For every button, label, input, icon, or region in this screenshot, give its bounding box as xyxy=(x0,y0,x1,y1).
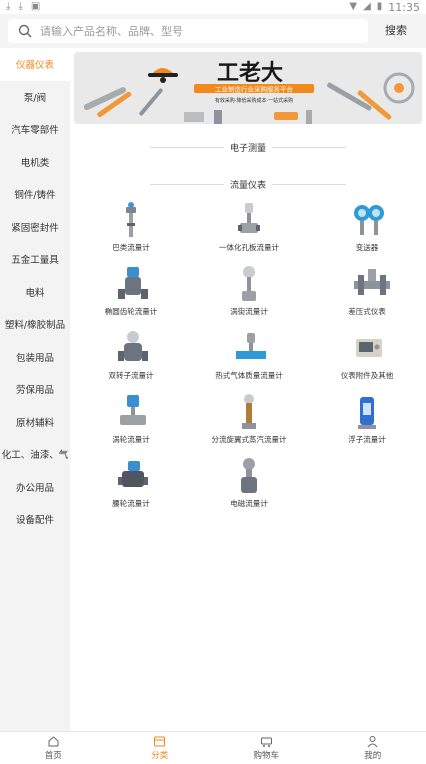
tab-category[interactable]: 分类 xyxy=(107,732,214,764)
sidebar-item-instruments[interactable]: 仪器仪表 xyxy=(0,48,70,81)
search-bar: 请输入产品名称、品牌、型号 搜索 xyxy=(0,14,426,48)
product-item[interactable]: 电磁流量计 xyxy=(190,454,308,518)
vortex-flowmeter-icon xyxy=(234,265,264,305)
product-item[interactable]: 分流旋翼式蒸汽流量计 xyxy=(190,390,308,454)
twin-rotor-flowmeter-icon xyxy=(116,329,150,369)
section-title: 电子测量 xyxy=(224,141,272,154)
banner-image: 工老大 工业制造行业采购服务平台 有效采购·降低采购成本·一站式采购 xyxy=(74,52,422,124)
sidebar-item-electrical[interactable]: 电料 xyxy=(0,276,70,309)
product-label: 电磁流量计 xyxy=(190,498,308,509)
cart-icon xyxy=(260,735,273,748)
text-box-icon: ▣ xyxy=(31,0,40,14)
product-item[interactable]: 一体化孔板流量计 xyxy=(190,198,308,262)
status-left-icons: ⤓ ⤓ ▣ xyxy=(6,0,40,14)
product-item[interactable]: 椭圆齿轮流量计 xyxy=(72,262,190,326)
search-placeholder: 请输入产品名称、品牌、型号 xyxy=(40,23,183,39)
battery-icon: ▮ xyxy=(377,0,383,14)
product-item[interactable]: 仪表附件及其他 xyxy=(308,326,426,390)
product-item[interactable]: 差压式仪表 xyxy=(308,262,426,326)
product-item[interactable]: 腰轮流量计 xyxy=(72,454,190,518)
category-icon xyxy=(153,735,166,748)
product-item[interactable]: 热式气体质量流量计 xyxy=(190,326,308,390)
sidebar-item-auto-parts[interactable]: 汽车零部件 xyxy=(0,113,70,146)
product-label: 涡轮流量计 xyxy=(72,434,190,445)
sidebar-item-plastic-rubber[interactable]: 塑料/橡胶制品 xyxy=(0,308,70,341)
user-icon xyxy=(366,735,379,748)
sidebar-item-protective[interactable]: 劳保用品 xyxy=(0,373,70,406)
tab-cart[interactable]: 购物车 xyxy=(213,732,320,764)
product-label: 椭圆齿轮流量计 xyxy=(72,306,190,317)
product-item[interactable]: 涡街流量计 xyxy=(190,262,308,326)
product-label: 热式气体质量流量计 xyxy=(190,370,308,381)
product-item[interactable]: 浮子流量计 xyxy=(308,390,426,454)
section-electronic-measurement: 电子测量 xyxy=(150,140,346,154)
banner-tagline: 有效采购·降低采购成本·一站式采购 xyxy=(215,97,293,104)
sidebar-item-packaging[interactable]: 包装用品 xyxy=(0,341,70,374)
sidebar-item-office[interactable]: 办公用品 xyxy=(0,471,70,504)
section-title: 流量仪表 xyxy=(224,178,272,191)
signal-icon: ◢ xyxy=(363,0,371,14)
bottom-tab-bar: 首页 分类 购物车 我的 xyxy=(0,731,426,764)
section-flow-instruments: 流量仪表 xyxy=(150,177,346,191)
sidebar-item-chemicals[interactable]: 化工、油漆、气 xyxy=(0,438,70,471)
search-input[interactable]: 请输入产品名称、品牌、型号 xyxy=(8,19,368,43)
tab-home[interactable]: 首页 xyxy=(0,732,107,764)
product-item[interactable]: 双转子流量计 xyxy=(72,326,190,390)
status-time: 11:35 xyxy=(388,1,420,14)
tab-label: 首页 xyxy=(45,749,62,761)
sidebar-item-equipment-parts[interactable]: 设备配件 xyxy=(0,503,70,536)
sidebar-item-pumps-valves[interactable]: 泵/阀 xyxy=(0,81,70,114)
product-label: 分流旋翼式蒸汽流量计 xyxy=(190,434,308,445)
turbine-flowmeter-icon xyxy=(116,393,150,433)
product-label: 巴类流量计 xyxy=(72,242,190,253)
sidebar-item-raw-materials[interactable]: 原材辅料 xyxy=(0,406,70,439)
float-flowmeter-icon xyxy=(352,393,382,433)
download-icon: ⤓ xyxy=(6,0,10,14)
status-right-icons: ▼ ◢ ▮ 11:35 xyxy=(349,0,420,14)
product-item[interactable]: 变送器 xyxy=(308,198,426,262)
product-label: 浮子流量计 xyxy=(308,434,426,445)
product-label: 变送器 xyxy=(308,242,426,253)
product-label: 一体化孔板流量计 xyxy=(190,242,308,253)
download-icon: ⤓ xyxy=(18,0,22,14)
orifice-flowmeter-icon xyxy=(234,201,264,241)
sidebar-item-hardware-tools[interactable]: 五金工量具 xyxy=(0,243,70,276)
product-item[interactable]: 巴类流量计 xyxy=(72,198,190,262)
product-item[interactable]: 涡轮流量计 xyxy=(72,390,190,454)
home-icon xyxy=(47,735,60,748)
sidebar-item-fasteners-seals[interactable]: 紧固密封件 xyxy=(0,211,70,244)
product-label: 差压式仪表 xyxy=(308,306,426,317)
sidebar-item-castings[interactable]: 铜件/铸件 xyxy=(0,178,70,211)
tab-label: 我的 xyxy=(364,749,381,761)
tab-profile[interactable]: 我的 xyxy=(320,732,426,764)
roots-flowmeter-icon xyxy=(116,457,150,497)
instrument-accessory-icon xyxy=(352,329,386,369)
thermal-mass-flowmeter-icon xyxy=(234,329,268,369)
oval-gear-flowmeter-icon xyxy=(116,265,150,305)
transmitter-icon xyxy=(352,201,386,241)
category-sidebar: 仪器仪表 泵/阀 汽车零部件 电机类 铜件/铸件 紧固密封件 五金工量具 电料 … xyxy=(0,48,70,731)
search-icon xyxy=(18,24,32,38)
promo-banner[interactable]: 工老大 工业制造行业采购服务平台 有效采购·降低采购成本·一站式采购 xyxy=(74,52,422,124)
product-label: 涡街流量计 xyxy=(190,306,308,317)
search-button[interactable]: 搜索 xyxy=(374,19,418,43)
product-label: 双转子流量计 xyxy=(72,370,190,381)
wifi-icon: ▼ xyxy=(349,0,357,14)
product-label: 仪表附件及其他 xyxy=(308,370,426,381)
tab-label: 购物车 xyxy=(253,749,279,761)
category-content: 工老大 工业制造行业采购服务平台 有效采购·降低采购成本·一站式采购 电子测量 … xyxy=(70,48,426,731)
differential-pressure-meter-icon xyxy=(352,265,392,305)
electromagnetic-flowmeter-icon xyxy=(234,457,264,497)
sidebar-item-motors[interactable]: 电机类 xyxy=(0,146,70,179)
product-label: 腰轮流量计 xyxy=(72,498,190,509)
banner-subtitle: 工业制造行业采购服务平台 xyxy=(215,85,293,94)
banner-title: 工老大 xyxy=(217,61,283,86)
tab-label: 分类 xyxy=(151,749,168,761)
status-bar: ⤓ ⤓ ▣ ▼ ◢ ▮ 11:35 xyxy=(0,0,426,14)
steam-flowmeter-icon xyxy=(234,393,264,433)
probe-flowmeter-icon xyxy=(116,201,146,241)
